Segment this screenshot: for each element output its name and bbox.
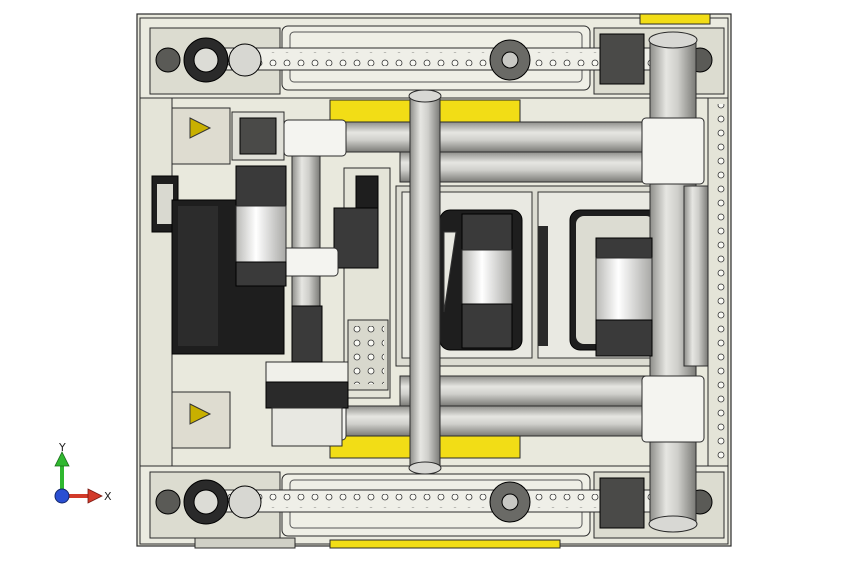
bottom-drive-module[interactable]: [139, 465, 729, 549]
center-vertical-tube: [409, 95, 441, 469]
clamp-bottom-right: [641, 375, 705, 443]
triad-z-axis: [54, 488, 70, 504]
gear-stack-lower: [265, 305, 349, 447]
coordinate-triad: Y X: [54, 441, 112, 504]
clamp-top-right: [641, 117, 705, 185]
motor-center: [461, 213, 513, 349]
triad-y-label: Y: [58, 441, 66, 454]
top-drive-module[interactable]: [139, 13, 729, 99]
upper-roller-tube: [321, 121, 675, 153]
motor-left: [235, 165, 287, 287]
motor-right: [595, 237, 653, 357]
left-side-panel: [139, 97, 231, 467]
clamp-top-left: [283, 119, 347, 157]
triad-x-label: X: [104, 490, 112, 503]
lower-roller-tube-2: [321, 405, 675, 437]
electronics-board: [333, 167, 391, 399]
robot-model[interactable]: [136, 13, 732, 549]
right-side-rail: [707, 97, 729, 467]
gear-stack-upper: [231, 111, 285, 161]
